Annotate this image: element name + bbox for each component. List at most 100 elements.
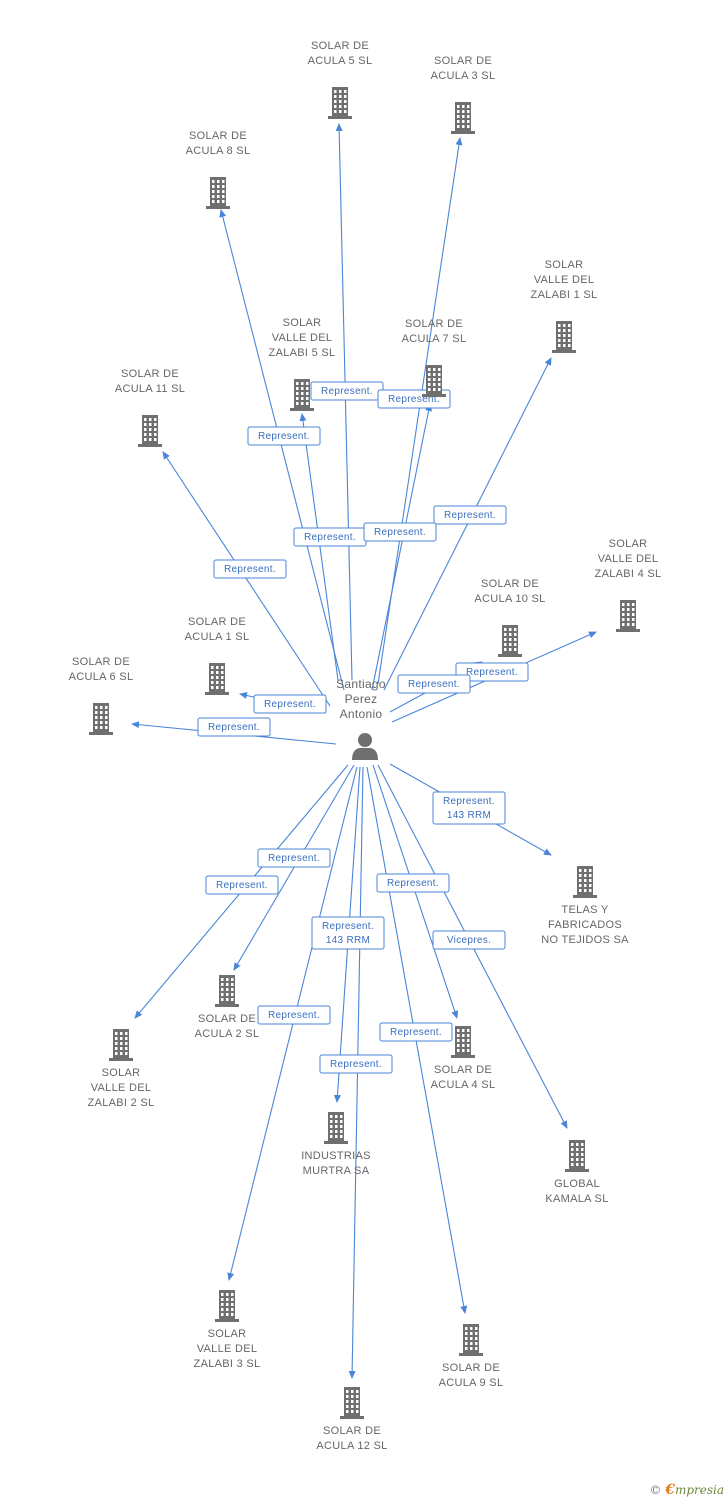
edge-label-text: Represent. xyxy=(264,699,316,710)
edge-label: Represent.143 RRM xyxy=(311,916,385,950)
edge-label: Represent. xyxy=(376,873,450,893)
edge-label: Represent. xyxy=(205,875,279,895)
edge-label-text: Represent. xyxy=(390,1027,442,1038)
company-label-line: VALLE DEL xyxy=(272,332,333,344)
company-label-line: SOLAR DE xyxy=(442,1362,500,1374)
edge-line xyxy=(219,209,345,691)
building-icon xyxy=(215,1290,239,1322)
company-label-line: SOLAR DE xyxy=(189,130,247,142)
edge-label-text: Represent. xyxy=(258,431,310,442)
edge-label: Represent. xyxy=(433,505,507,525)
edge-label-box xyxy=(319,1054,393,1074)
company-label-line: ACULA 5 SL xyxy=(308,55,373,67)
company-label-line: ZALABI 1 SL xyxy=(531,289,598,301)
edge-label: Represent. xyxy=(293,527,367,547)
building-icon xyxy=(89,703,113,735)
company-label-line: VALLE DEL xyxy=(534,274,595,286)
edge-label-text: Represent. xyxy=(408,679,460,690)
building-icon xyxy=(565,1140,589,1172)
edge-label-text: Represent. xyxy=(330,1059,382,1070)
building-icon xyxy=(451,102,475,134)
edge-solar-de-acula-11-sl[interactable] xyxy=(162,451,331,707)
edge-label-box xyxy=(247,426,321,446)
edge-label-text: 143 RRM xyxy=(447,810,491,821)
company-label-line: VALLE DEL xyxy=(91,1082,152,1094)
edge-line xyxy=(299,413,339,681)
edge-label-box xyxy=(432,930,506,950)
edge-label: Represent. xyxy=(247,426,321,446)
edge-label-text: Represent. xyxy=(224,564,276,575)
footer-brand: © €mpresia xyxy=(649,1482,724,1498)
company-label-line: ZALABI 4 SL xyxy=(595,568,662,580)
building-icon xyxy=(451,1026,475,1058)
company-label-line: SOLAR xyxy=(609,538,648,550)
edge-solar-valle-del-zalabi-5-sl[interactable] xyxy=(299,413,339,681)
company-label-line: SOLAR DE xyxy=(198,1013,256,1025)
company-label-line: SOLAR DE xyxy=(481,578,539,590)
person-name-line: Santiago xyxy=(336,677,386,691)
brand-name: mpresia xyxy=(674,1483,724,1497)
company-label-line: ZALABI 3 SL xyxy=(194,1358,261,1370)
company-label-line: SOLAR DE xyxy=(434,1064,492,1076)
edge-solar-de-acula-8-sl[interactable] xyxy=(219,209,345,691)
company-label-line: GLOBAL xyxy=(554,1178,600,1190)
edge-label-box xyxy=(257,848,331,868)
edge-solar-de-acula-7-sl[interactable] xyxy=(371,403,433,691)
company-label-line: ACULA 11 SL xyxy=(115,383,185,395)
company-label-line: ACULA 6 SL xyxy=(69,671,134,683)
building-icon xyxy=(552,321,576,353)
company-label-line: SOLAR xyxy=(545,259,584,271)
edge-label: Represent. xyxy=(455,662,529,682)
edge-label-box xyxy=(397,674,471,694)
building-icon xyxy=(215,975,239,1007)
edge-label-text: Represent. xyxy=(321,386,373,397)
copyright-symbol: © xyxy=(649,1483,662,1497)
company-label-line: SOLAR DE xyxy=(121,368,179,380)
company-node-solar-valle-del-zalabi-4-sl[interactable]: SOLAR VALLE DEL ZALABI 4 SL xyxy=(595,538,662,632)
edge-label: Represent. xyxy=(397,674,471,694)
company-node-global-kamala-sl[interactable]: GLOBAL KAMALA SL xyxy=(545,1140,608,1205)
building-icon xyxy=(205,663,229,695)
company-label-line: MURTRA SA xyxy=(303,1165,370,1177)
company-label: SOLAR DE ACULA 11 SL xyxy=(115,368,185,395)
edge-solar-de-acula-5-sl[interactable] xyxy=(335,123,353,681)
edge-label-box xyxy=(205,875,279,895)
edge-label: Represent. xyxy=(257,1005,331,1025)
edge-label-box xyxy=(213,559,287,579)
edge-label-text: Vicepres. xyxy=(447,935,491,946)
company-label-line: KAMALA SL xyxy=(545,1193,608,1205)
company-node-solar-de-acula-11-sl[interactable]: SOLAR DE ACULA 11 SL xyxy=(115,368,185,447)
company-node-solar-valle-del-zalabi-1-sl[interactable]: SOLAR VALLE DEL ZALABI 1 SL xyxy=(531,259,598,353)
company-label-line: VALLE DEL xyxy=(598,553,659,565)
company-label-line: NO TEJIDOS SA xyxy=(541,934,629,946)
building-icon xyxy=(616,600,640,632)
person-name-line: Antonio xyxy=(340,707,383,721)
company-label-line: SOLAR xyxy=(102,1067,141,1079)
edge-label-text: Represent. xyxy=(268,853,320,864)
